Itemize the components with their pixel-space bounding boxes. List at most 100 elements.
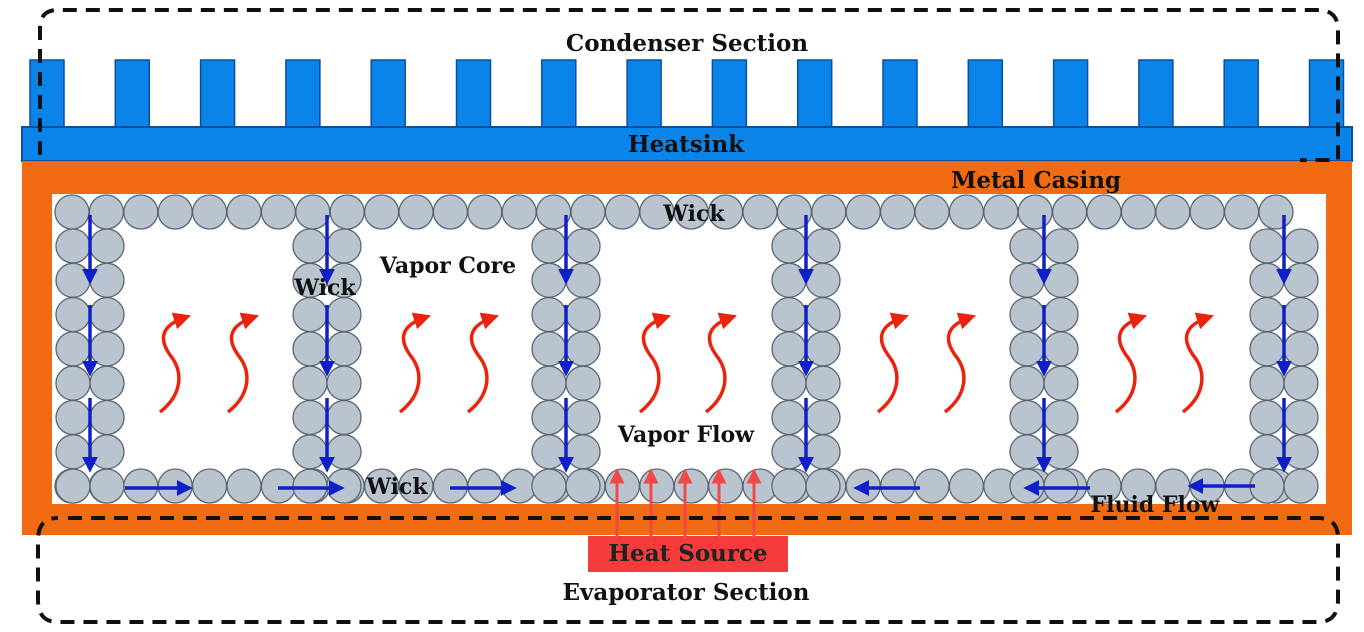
wick-bead [1249,331,1285,367]
wick-bead [1189,194,1225,230]
vapor-flow-arrow [1114,312,1147,414]
vapor-flow-arrows [158,312,1214,414]
wick-bead [89,331,125,367]
wick-bead [805,331,841,367]
wick-bead [565,331,601,367]
wick-bead [1120,194,1157,230]
wick-bead [1043,331,1079,367]
wick-bead [565,228,601,264]
wick-bead [531,331,567,367]
wick-bead [1249,262,1285,298]
wick-bead [260,194,297,230]
wick-bead [55,365,91,401]
wick-bead [54,194,90,230]
wick-label-left: Wick [293,275,356,301]
wick-bead [329,194,365,230]
wick-bead [771,468,807,504]
wick-bead [55,228,91,264]
wick-bead [226,194,262,230]
wick-bead [1043,296,1079,333]
heat-input-arrows [609,468,762,538]
wick-bead [1283,399,1319,436]
wick-bead [1043,468,1079,504]
heatsink-fin [1138,59,1174,129]
wick-bead [565,262,601,298]
heatsink-fin [455,59,492,129]
wick-bead [1249,296,1285,333]
vapor-flow-arrow [1181,312,1214,414]
evaporator-section-outline [36,516,1340,624]
wick-bead [1249,365,1285,401]
wick-bead [531,399,567,436]
wick-bead [55,331,91,367]
vapor-flow-arrow [158,312,191,414]
fluid-flow-label: Fluid Flow [1091,492,1221,518]
wick-bead [191,468,228,504]
wick-bead [88,194,125,230]
wick-bead [1283,434,1319,470]
wick-bead [879,468,916,504]
heatsink-fin [285,59,321,129]
wick-bead [948,468,985,504]
wick-bead [292,296,328,333]
wick-bead [89,468,125,504]
vapor-flow-arrow [466,312,499,414]
wick-bead [914,194,950,230]
wick-bead [89,228,125,264]
wick-bead [565,296,601,333]
wick-label-bottom: Wick [365,474,428,500]
wick-bead [1283,468,1319,504]
wick-bead [1258,194,1294,230]
vapor-flow-arrow [876,312,909,414]
wick-bead [673,468,709,504]
wick-bead [707,468,744,504]
wick-bead [1009,228,1045,264]
wick-bead [914,468,950,504]
wick-bead [501,194,537,230]
wick-bead [1009,399,1045,436]
wick-bead [604,194,641,230]
wick-bead [326,434,362,470]
wick-bead [467,468,503,504]
wick-bead [55,296,91,333]
heatsink-fin [796,59,833,129]
wick-bead [805,434,841,470]
wick-bead [1043,365,1079,401]
wick-bead [1009,296,1045,333]
wick-bead [326,468,362,504]
wick-bead [432,194,469,230]
heatsink-fin [1223,59,1259,129]
condenser-section-label: Condenser Section [566,30,808,57]
wick-bead [55,399,91,436]
wick-bead [55,262,91,298]
wick-bead [226,468,262,504]
wick-bead [1009,262,1045,298]
wick-bead [326,365,362,401]
wick-bead [639,468,675,504]
heatsink-fin [541,59,577,129]
wick-bead [1249,399,1285,436]
wick-bead [805,399,841,436]
heatsink-fin [1308,59,1345,129]
wick-bead [89,399,125,436]
vapor-flow-arrow [226,312,259,414]
wick-bead [432,468,469,504]
wick-bead [1009,365,1045,401]
wick-bead [811,194,847,230]
wick-bead [292,468,328,504]
wick-bead [565,399,601,436]
wick-bead [292,365,328,401]
wick-bead [531,262,567,298]
wick-label-top: Wick [662,201,725,227]
wick-bead [1043,434,1079,470]
wick-bead [55,468,91,504]
wick-bead [742,194,778,230]
heatsink-fin [626,59,662,129]
wick-bead [55,434,91,470]
heatsink-fin [711,59,748,129]
wick-bead [805,228,841,264]
vapor-flow-label: Vapor Flow [617,422,755,448]
wick-bead [1043,262,1079,298]
wick-bead [948,194,985,230]
heatsink-fins [29,59,1345,129]
